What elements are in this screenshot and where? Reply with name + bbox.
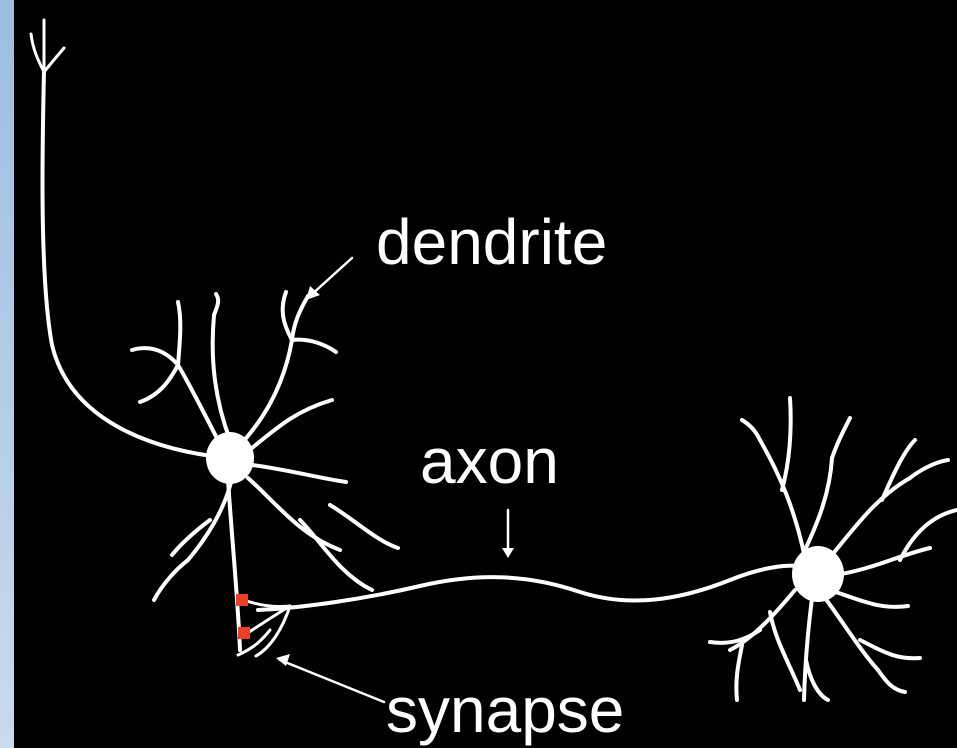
right-neuron-dendrites	[710, 398, 957, 700]
long-dendrite	[31, 20, 228, 458]
axon-line	[258, 566, 812, 610]
left-soma	[206, 432, 254, 484]
label-axon: axon	[420, 425, 559, 497]
label-dendrite: dendrite	[376, 206, 607, 278]
axon-arrowhead	[502, 548, 514, 558]
synapse-arrow	[280, 660, 384, 702]
dendrite-arrow	[310, 258, 352, 296]
synapse-marker-top	[236, 594, 248, 606]
right-soma	[792, 546, 844, 602]
label-synapse: synapse	[386, 674, 624, 746]
synapse-marker-bottom	[238, 627, 250, 639]
left-neuron-dendrites	[132, 292, 398, 650]
